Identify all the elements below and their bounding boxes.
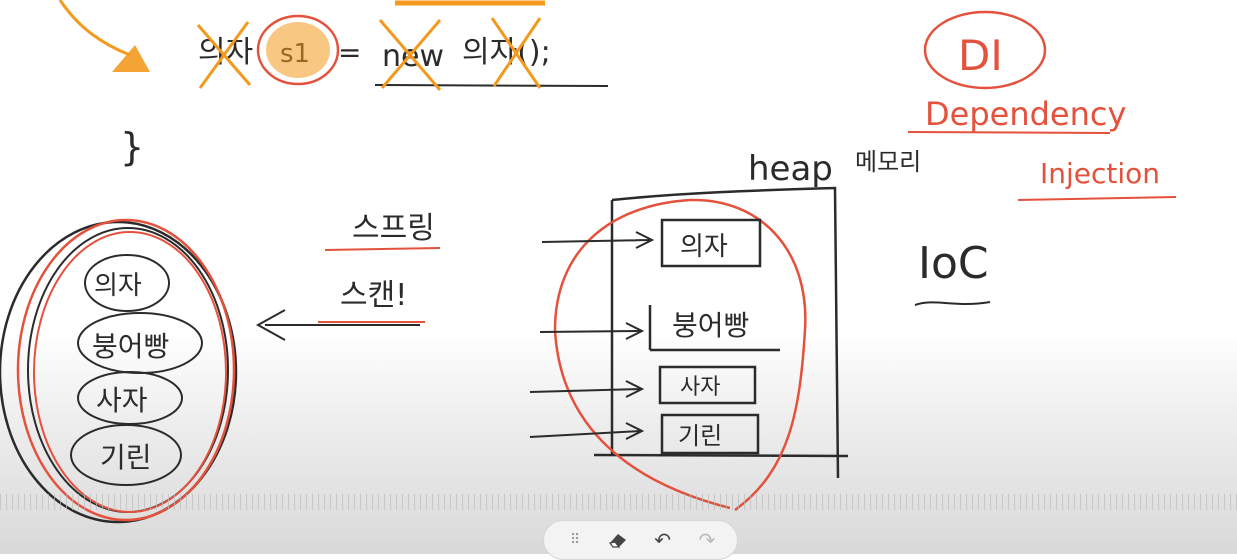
heap-item-2: 붕어빵 [672, 309, 749, 342]
heap-item-3: 사자 [680, 375, 720, 400]
orange-arrowhead [112, 45, 150, 72]
scan-arrow-left [255, 309, 420, 341]
ruler-strip [0, 494, 1237, 510]
eraser-icon[interactable] [601, 523, 635, 557]
left-item-1: 의자 [94, 271, 142, 301]
heap-item-box-2 [648, 305, 780, 352]
spring-label: 스프링 [352, 211, 435, 246]
red-circle-s1 [256, 14, 340, 86]
left-item-oval-3 [77, 371, 183, 425]
orange-x-mark-3 [490, 17, 542, 89]
heap-item-box-3 [658, 365, 757, 405]
scan-label: 스캔! [340, 278, 407, 313]
arrow-heap-1 [541, 231, 655, 249]
heap-label: heap [748, 149, 833, 189]
heap-item-box-4 [660, 413, 760, 455]
left-item-oval-4 [70, 424, 182, 486]
toolbar-drag-handle[interactable]: ⠿ [569, 532, 580, 548]
container-outer-black [0, 220, 238, 524]
undo-icon[interactable]: ↶ [654, 528, 671, 552]
injection-underline [1017, 196, 1177, 201]
heap-item-1: 의자 [680, 232, 728, 262]
ioc-squiggle [914, 301, 991, 306]
arrow-heap-3 [529, 380, 645, 398]
orange-arrow-stroke [58, 0, 131, 57]
injection-word: Injection [1040, 157, 1160, 190]
spring-underline [324, 247, 441, 251]
heap-item-box-1 [660, 218, 762, 268]
orange-x-mark-2 [378, 19, 442, 91]
left-item-2: 붕어빵 [92, 330, 169, 363]
left-item-3: 사자 [96, 384, 148, 417]
code-underline [374, 84, 609, 87]
orange-x-mark-1 [196, 21, 252, 89]
redo-icon[interactable]: ↷ [698, 528, 716, 552]
container-red-ring-1 [16, 218, 236, 522]
heap-item-4: 기린 [678, 422, 722, 450]
arrow-heap-2 [539, 322, 645, 340]
ioc-label: IoC [918, 238, 989, 289]
drawing-toolbar: ⠿ ↶ ↷ [543, 520, 738, 560]
dependency-underline [907, 131, 1111, 134]
memory-label: 메모리 [855, 148, 921, 176]
heap-red-circle [553, 198, 807, 512]
left-item-4: 기린 [100, 441, 152, 474]
container-red-ring-2 [33, 231, 227, 513]
heap-box [593, 186, 849, 479]
dependency-word: Dependency [925, 95, 1126, 133]
closing-brace: } [120, 125, 144, 169]
orange-scribble-circle [266, 22, 330, 78]
di-circle [923, 10, 1047, 90]
di-label: DI [958, 31, 1003, 80]
code-equals: = [338, 36, 361, 69]
arrow-heap-4 [529, 422, 645, 440]
left-item-oval-1 [84, 254, 170, 312]
